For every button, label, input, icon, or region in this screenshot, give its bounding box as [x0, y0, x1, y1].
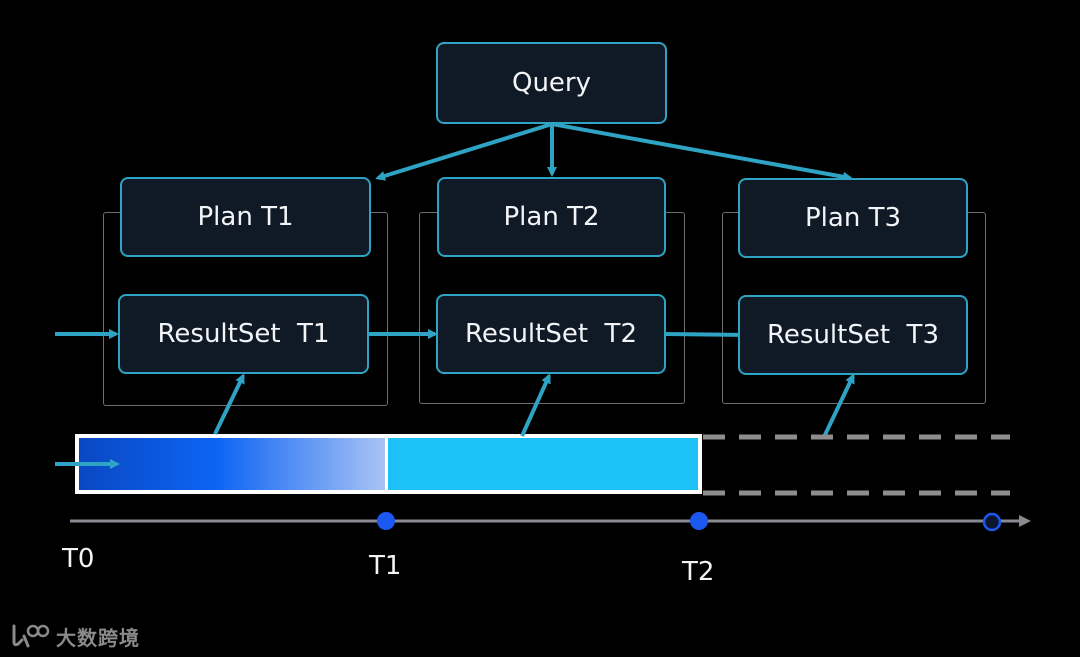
query-node: Query	[436, 42, 667, 124]
time-label-t1: T1	[369, 551, 402, 581]
arrow-query-to-plan-t3	[551, 122, 853, 182]
resultset-node-t3: ResultSet T3	[738, 295, 968, 375]
time-marker-t3	[982, 512, 1002, 532]
plan-node-t1: Plan T1	[120, 177, 371, 257]
watermark: 大数跨境	[10, 620, 140, 652]
watermark-logo-icon	[12, 624, 50, 648]
arrow-resultset-t2-to-t3	[665, 329, 752, 340]
resultset-node-t1: ResultSet T1	[118, 294, 369, 374]
timeline-segment-t0-t1	[75, 434, 387, 494]
watermark-text: 大数跨境	[56, 625, 140, 650]
time-marker-t2	[690, 512, 708, 530]
arrow-query-to-plan-t1	[375, 122, 553, 181]
time-marker-t1	[377, 512, 395, 530]
plan-node-t2: Plan T2	[437, 177, 666, 257]
plan-node-t3: Plan T3	[738, 178, 968, 258]
arrow-bar-to-resultset-t3	[822, 373, 855, 438]
arrow-bar-to-resultset-t2	[520, 373, 551, 437]
resultset-node-t2: ResultSet T2	[436, 294, 666, 374]
timeline-segment-t1-t2	[385, 434, 702, 494]
arrow-bar-to-resultset-t1	[213, 373, 245, 435]
time-label-t0: T0	[62, 544, 95, 574]
time-label-t2: T2	[682, 557, 715, 587]
